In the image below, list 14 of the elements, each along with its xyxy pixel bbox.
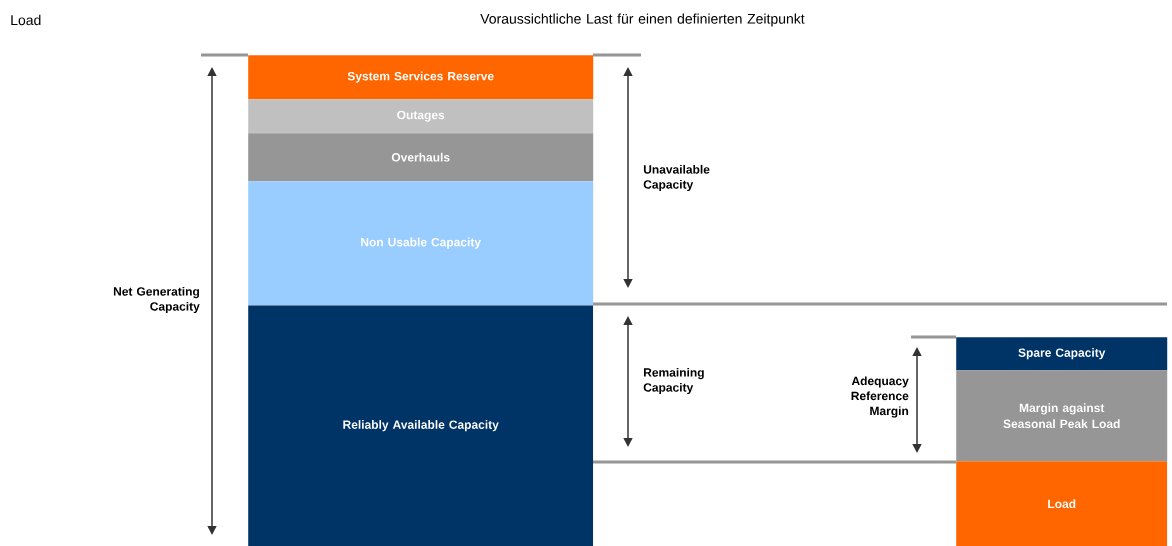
dimension-label: Remaining Capacity: [643, 367, 704, 395]
stacked-band: Non Usable Capacity: [248, 181, 594, 306]
dimension-label: Voraussichtliche Last für einen definierten Zeitpunkt: [480, 13, 805, 27]
dimension-label: Load: [11, 14, 41, 26]
stacked-band: Margin against Seasonal Peak Load: [956, 370, 1168, 462]
stacked-band: Outages: [248, 99, 594, 134]
stacked-band: Reliably Available Capacity: [248, 305, 594, 546]
stacked-band: System Services Reserve: [248, 55, 594, 100]
stacked-band: Overhauls: [248, 133, 594, 182]
dimension-label: Unavailable Capacity: [643, 164, 710, 192]
dimension-label: Adequacy Reference Margin: [851, 376, 909, 418]
dimension-label: Net Generating Capacity: [113, 286, 200, 314]
stacked-band: Load: [956, 461, 1168, 546]
stacked-band: Spare Capacity: [956, 337, 1168, 371]
